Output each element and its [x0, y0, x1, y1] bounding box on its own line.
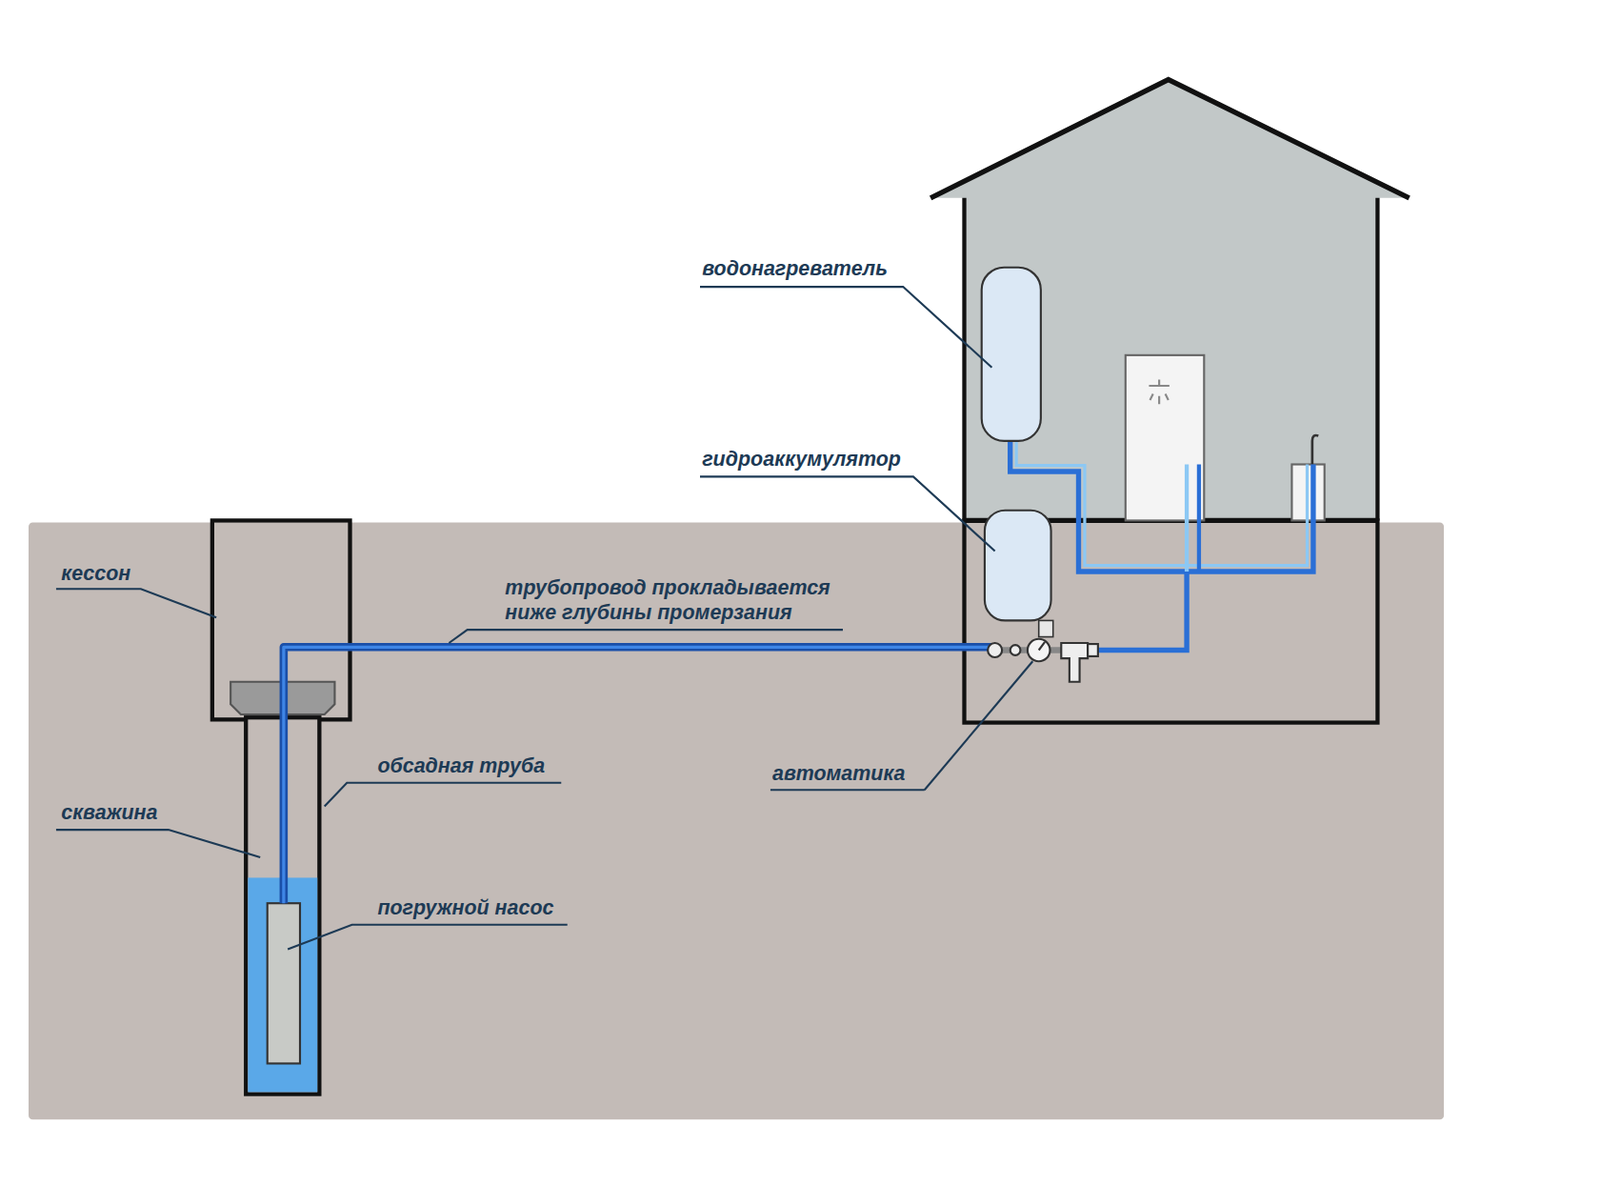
- shower-pipe-2: [1197, 464, 1201, 573]
- leader-lines: [56, 286, 1033, 949]
- roof-fill: [930, 80, 1410, 199]
- callout-label: гидроаккумулятор: [701, 445, 901, 472]
- fitting: [987, 642, 1002, 658]
- hot-pipe: [1010, 440, 1314, 572]
- callout-label: скважина: [60, 800, 158, 826]
- fitting: [1010, 644, 1021, 656]
- cold-pipe: [1097, 571, 1187, 651]
- faucet: [1312, 435, 1319, 464]
- roof: [930, 80, 1410, 199]
- submersible-pump: [267, 902, 300, 1063]
- fitting: [1087, 643, 1099, 657]
- shower-head: [1148, 380, 1169, 405]
- callout-label: водонагреватель: [701, 256, 888, 282]
- accumulator: [984, 510, 1052, 621]
- callout-label: автоматика: [772, 760, 905, 786]
- main-pipe: [283, 646, 996, 903]
- accumulator-fitting: [1039, 620, 1054, 637]
- callout-label: трубопровод прокладывается ниже глубины …: [504, 574, 858, 626]
- hot-pipe-light: [1016, 440, 1307, 566]
- shower-cabin: [1125, 355, 1205, 521]
- pressure-gauge: [1027, 639, 1051, 662]
- tee-valve: [1060, 642, 1088, 682]
- callout-label: кессон: [60, 560, 131, 586]
- callout-label: погружной насос: [377, 895, 554, 921]
- shower-pipe: [1184, 464, 1189, 573]
- gauge-needle: [1039, 641, 1045, 651]
- main-pipe-core: [283, 646, 996, 903]
- water-heater: [981, 267, 1041, 441]
- callout-label: обсадная труба: [377, 753, 545, 780]
- well-water: [247, 877, 318, 1092]
